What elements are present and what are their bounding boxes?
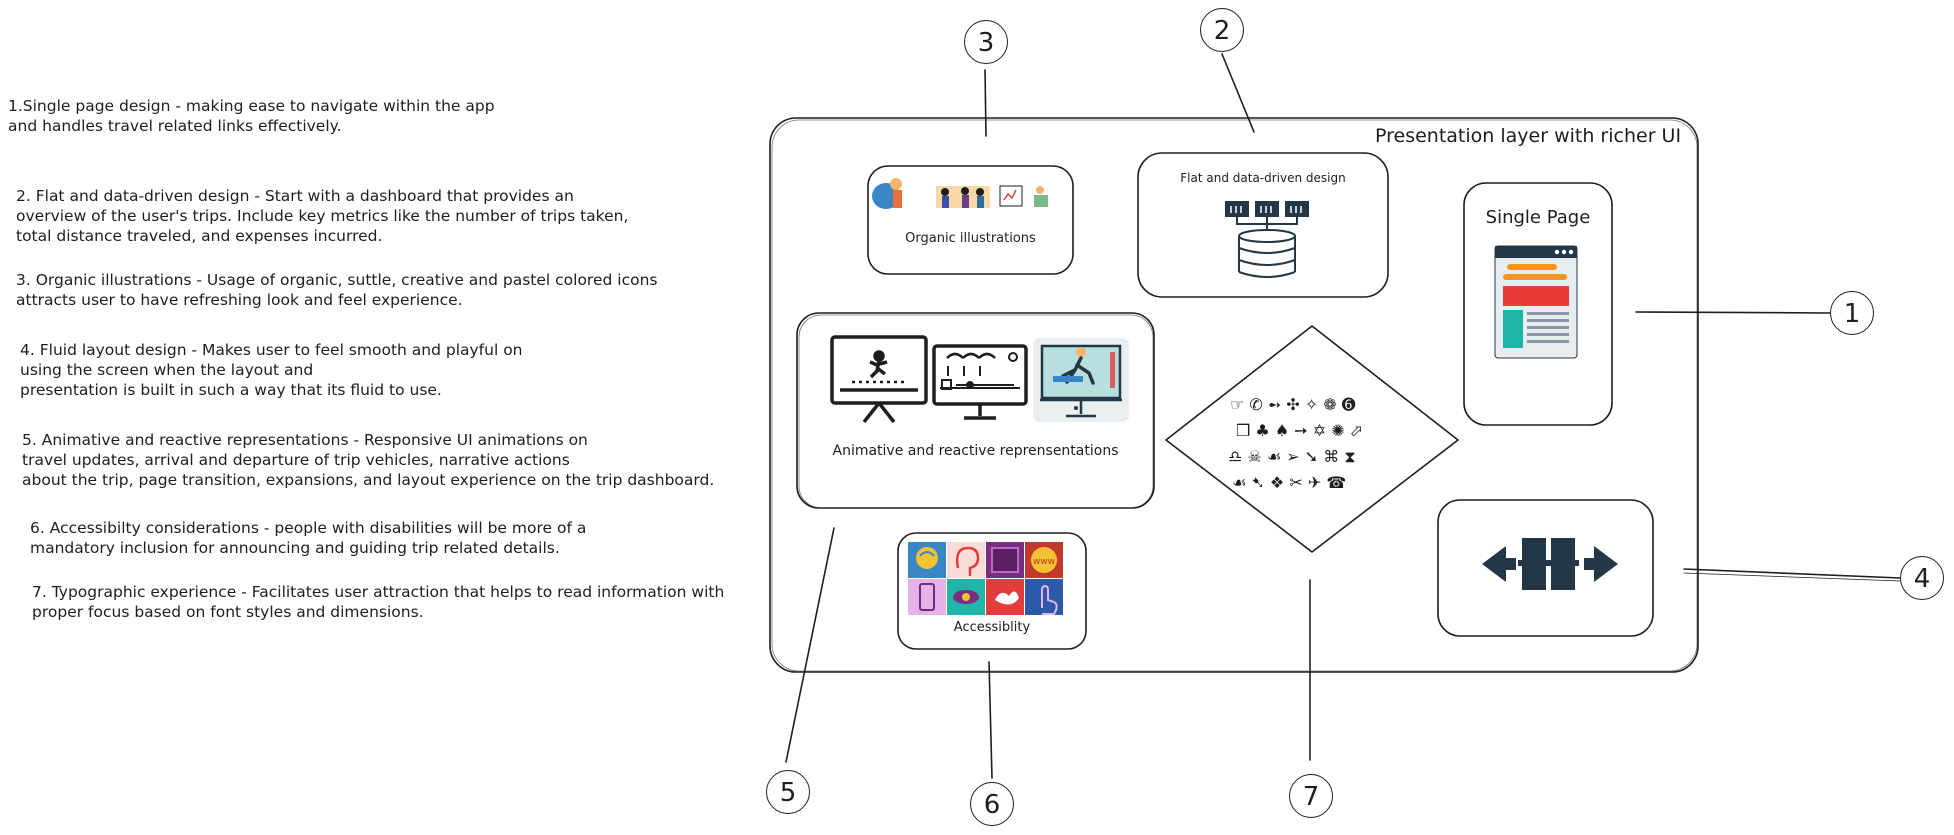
callout-5: 5 [766, 770, 810, 814]
card-accessibility [897, 532, 1087, 650]
svg-text:www: www [1033, 557, 1055, 567]
organic-illustrations-icon [872, 178, 1048, 209]
callout-3: 3 [964, 20, 1008, 64]
connector-1 [1635, 311, 1831, 314]
frame-title: Presentation layer with richer UI [1375, 125, 1682, 147]
card-organic [867, 165, 1074, 275]
card-single-page-label: Single Page [1485, 207, 1591, 228]
card-accessibility-label: Accessiblity [953, 620, 1031, 635]
note-6: 6. Accessibilty considerations - people … [30, 519, 587, 557]
connector-6 [988, 661, 993, 779]
card-fluid [1437, 499, 1654, 637]
callout-7: 7 [1289, 774, 1333, 818]
callout-4: 4 [1900, 556, 1944, 600]
card-single-page [1463, 182, 1613, 426]
accessibility-icons-grid: www [908, 542, 1063, 615]
animation-monitor-icons [830, 335, 1028, 424]
note-1: 1.Single page design - making ease to na… [8, 97, 495, 135]
glyph-row: ☙ ➷ ❖ ✂ ✈ ☎ [1232, 473, 1347, 492]
dashboard-database-icon [1225, 201, 1309, 278]
card-typography [1165, 325, 1459, 553]
card-organic-label: Organic illustrations [905, 231, 1036, 246]
note-2: 2. Flat and data-driven design - Start w… [16, 187, 629, 245]
animation-runner-monitor-icon [1033, 338, 1129, 422]
connector-5 [785, 527, 835, 763]
single-page-layout-icon [1494, 245, 1578, 359]
card-flat [1137, 152, 1389, 298]
connector-4 [1683, 568, 1901, 579]
note-5: 5. Animative and reactive representation… [22, 431, 715, 489]
connector-2 [1221, 53, 1255, 133]
glyph-row: ❒ ♣ ♠ ➙ ✡ ✺ ⬀ [1236, 421, 1364, 440]
note-7: 7. Typographic experience - Facilitates … [32, 583, 725, 621]
typography-glyphs: ☞ ✆ ➻ ✣ ✧ ❁ ➏ ❒ ♣ ♠ ➙ ✡ ✺ ⬀ ♎ ☠ ☙ ➢ ➘ ⌘ … [1222, 392, 1402, 496]
callout-1: 1 [1830, 291, 1874, 335]
fluid-layout-arrows-icon [1482, 538, 1618, 590]
note-3: 3. Organic illustrations - Usage of orga… [16, 271, 658, 309]
card-animative-label: Animative and reactive reprensentations [832, 443, 1119, 459]
glyph-row: ☞ ✆ ➻ ✣ ✧ ❁ ➏ [1230, 395, 1356, 414]
callout-2: 2 [1200, 8, 1244, 52]
glyph-row: ♎ ☠ ☙ ➢ ➘ ⌘ ⧗ [1228, 447, 1356, 466]
presentation-frame [769, 117, 1699, 673]
callout-6: 6 [970, 782, 1014, 826]
note-4: 4. Fluid layout design - Makes user to f… [20, 341, 523, 399]
connector-3 [984, 69, 987, 137]
card-flat-label: Flat and data-driven design [1180, 171, 1346, 185]
